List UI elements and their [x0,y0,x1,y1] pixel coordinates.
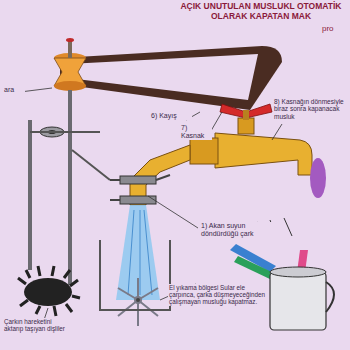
paddle-wheel [118,278,158,326]
linkage [30,132,110,180]
rod [68,90,72,285]
shaft-cap [66,38,74,42]
faucet [130,118,326,205]
pulley [54,81,86,91]
part-label: 8) Kasnağın dönmesiyle biraz sonra kapan… [273,98,347,120]
shaft [68,40,72,58]
tap-handle [220,104,272,120]
part-label: ara [3,86,25,94]
part-label: 7) Kasnak [180,124,212,140]
leader-line [20,88,282,320]
part-label: Çarkın hareketini aktarıp taşıyan dişlil… [3,318,71,332]
belt [60,46,282,110]
belt-gap [68,54,258,100]
title: AÇIK UNUTULAN MUSLUKL OTOMATİK OLARAK KA… [175,2,347,22]
subtitle-fragment: pro [321,24,347,33]
part-label: 1) Akan suyun döndürdüğü çark [200,222,278,238]
frame [100,240,170,310]
bevel-gear [18,266,80,316]
part-label: 6) Kayış [150,112,192,120]
rod [28,120,32,270]
clamp [110,175,170,204]
part-label: El yıkama bölgesi Sular ele çarpınca, ça… [168,284,266,306]
water-stream [128,210,152,295]
